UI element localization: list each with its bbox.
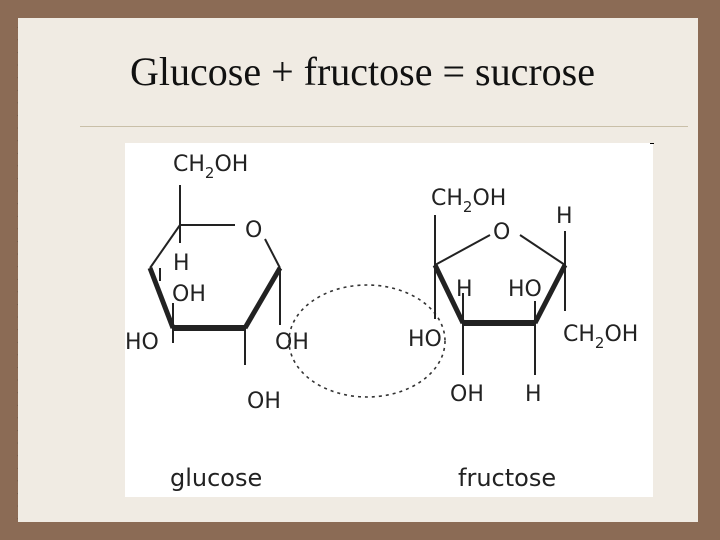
fructose-ho-left-label: HO [408,327,442,352]
corner-tick [650,143,654,144]
glucose-oh-right-label: OH [275,330,309,355]
fructose-ho-right-label: HO [508,277,542,302]
fructose-ring-oxygen: O [493,220,510,245]
condensation-ellipse [288,284,446,398]
glucose-oh-inner-label: OH [172,282,206,307]
molecule-diagram: CH2OH O H OH HO OH OH glucose [125,143,653,497]
fructose-ch2oh-right-label: CH2OH [563,322,638,352]
fructose-oh-bottom-label: OH [450,382,484,407]
fructose-ch2oh-top-label: CH2OH [431,186,506,216]
glucose-structure [147,185,283,365]
glucose-ch2oh-label: CH2OH [173,152,248,182]
glucose-oh-bottom-label: OH [247,389,281,414]
glucose-ho-label: HO [125,330,159,355]
glucose-h-label: H [173,251,190,276]
fructose-h-left-label: H [456,277,473,302]
fructose-h-top-right-label: H [556,204,573,229]
slide-title: Glucose + fructose = sucrose [130,49,595,94]
fructose-structure [432,215,568,375]
glucose-name-label: glucose [170,464,262,492]
fructose-name-label: fructose [458,464,556,492]
title-divider [80,126,688,127]
glucose-ring-oxygen: O [245,218,262,243]
fructose-h-bottom-label: H [525,382,542,407]
